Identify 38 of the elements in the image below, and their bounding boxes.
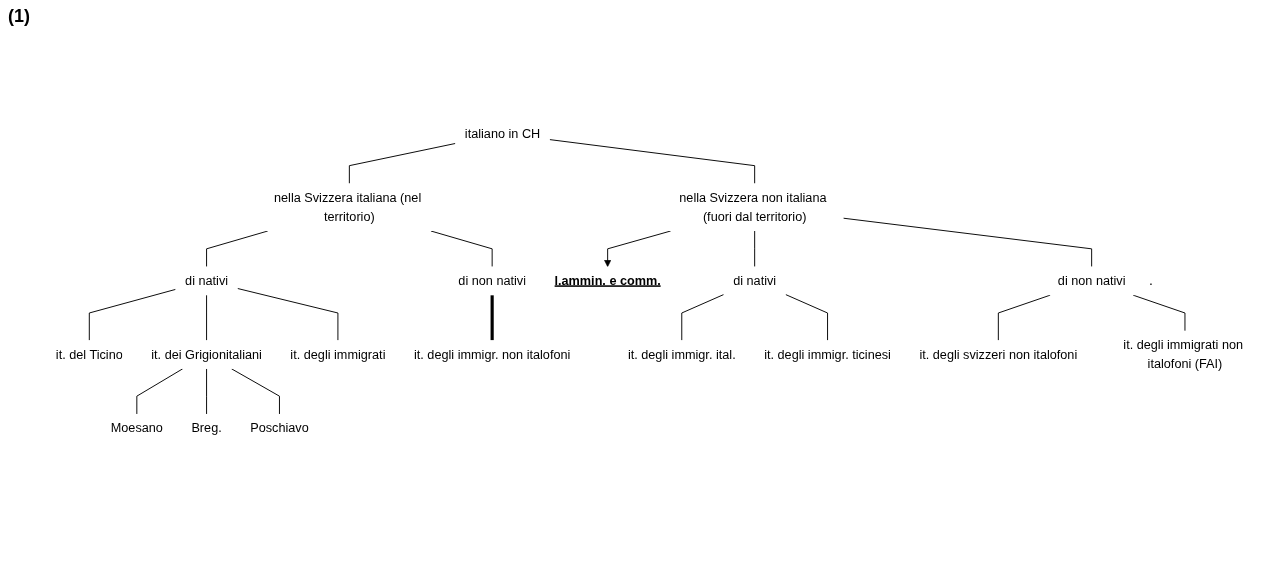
- node-text: Moesano: [110, 421, 163, 435]
- connector: [136, 368, 184, 415]
- connector: [430, 230, 493, 268]
- connector: [237, 288, 339, 341]
- connector: [206, 368, 208, 415]
- node-text: it. del Ticino: [55, 347, 123, 361]
- connector: [88, 289, 177, 341]
- connector: [490, 295, 494, 341]
- node-text: nella Svizzera italiana (nel territorio): [273, 190, 422, 224]
- node-text: di non nativi: [458, 273, 526, 288]
- connector: [681, 294, 725, 341]
- connector: [206, 230, 269, 268]
- connector: [549, 139, 756, 185]
- connector: [754, 230, 756, 268]
- node-text: it. degli immigrati: [290, 347, 386, 361]
- node-text: italiano in CH: [464, 126, 541, 141]
- node-text: Poschiavo: [250, 421, 309, 435]
- connector: [206, 294, 208, 341]
- connector: [231, 368, 280, 415]
- connector: [785, 294, 829, 341]
- node-text: it. degli immigr. non italofoni: [413, 347, 571, 361]
- node-text: Breg.: [191, 421, 222, 435]
- node-text: di nativi: [185, 273, 229, 288]
- node-text: it. degli svizzeri non italofoni: [919, 347, 1078, 361]
- side-note: .: [1148, 272, 1153, 288]
- node-text: di nativi: [733, 273, 777, 288]
- node-text: di non nativi: [1057, 273, 1126, 288]
- node-text: it. dei Grigionitaliani: [151, 347, 262, 361]
- connector: [842, 217, 1093, 268]
- figure-number: (1): [8, 6, 30, 27]
- node-text: it. degli immigr. ticinesi: [764, 347, 891, 361]
- node-text: nella Svizzera non italiana (fuori dal territorio): [679, 190, 827, 224]
- connector: [348, 143, 456, 185]
- node-text: it. degli immigrati non italofoni (FAI): [1123, 338, 1244, 371]
- connector: [1132, 294, 1186, 332]
- node-text: it. degli immigr. ital.: [627, 347, 736, 361]
- node-text: l.ammin. e comm.: [554, 273, 661, 288]
- connector: [997, 294, 1051, 341]
